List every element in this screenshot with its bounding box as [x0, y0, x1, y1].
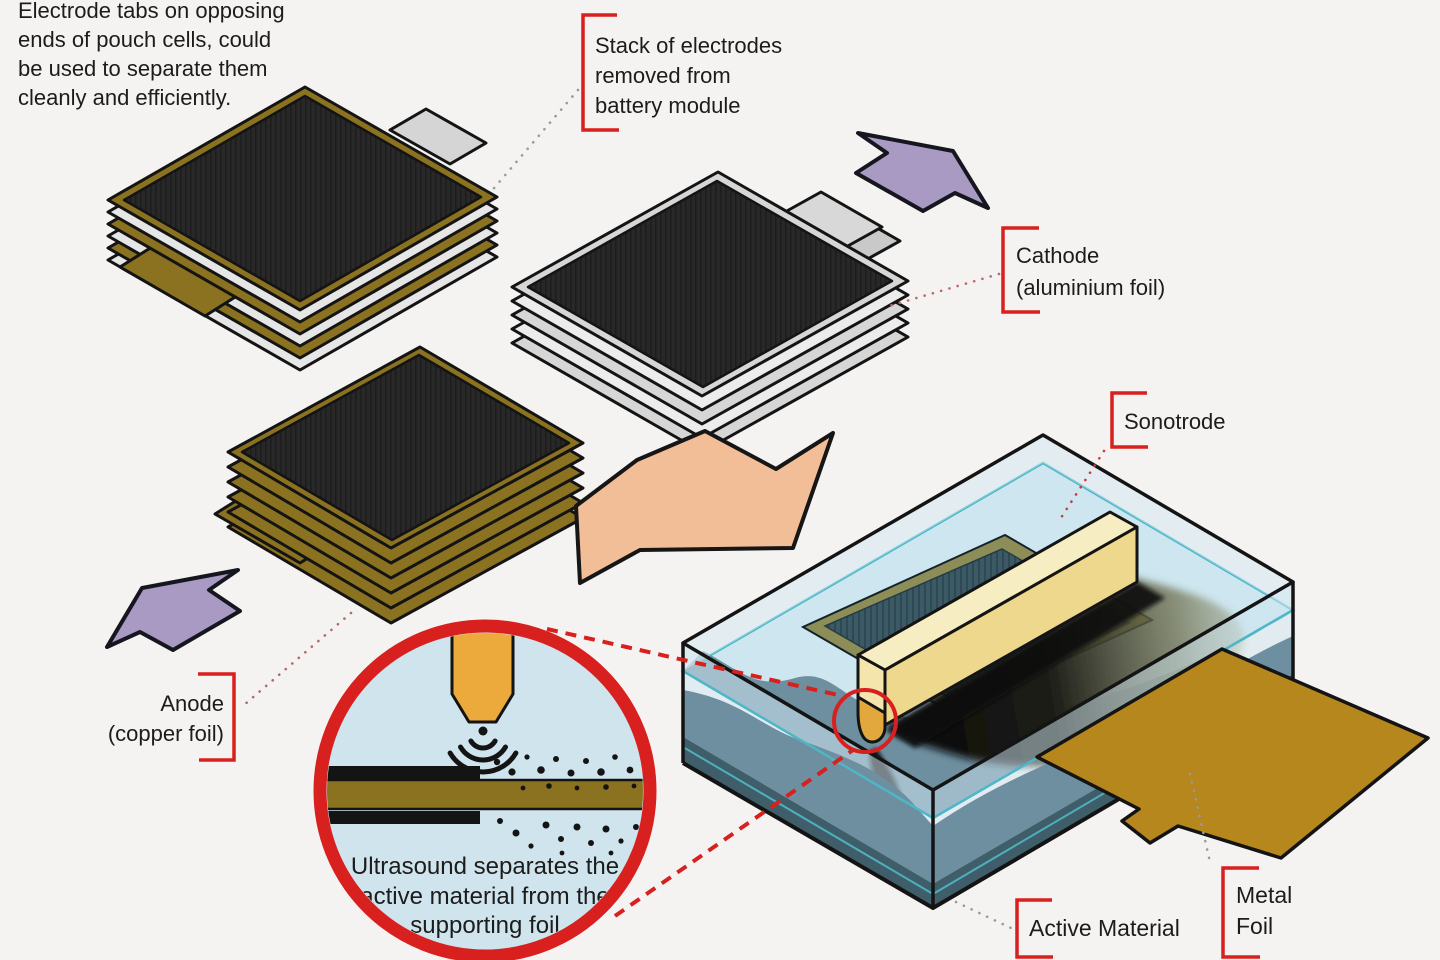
magnifier-connectors — [546, 627, 855, 918]
intro-note-line: ends of pouch cells, could — [18, 27, 271, 52]
active-material-coating — [122, 94, 483, 303]
stack-callout: Stack of electrodes removed from battery… — [595, 33, 782, 118]
bracket-metal-foil-icon — [1221, 866, 1260, 959]
leader-lines — [242, 88, 1212, 930]
inset-coating-bottom — [327, 811, 480, 824]
intro-note-line: be used to separate them — [18, 56, 268, 81]
sonotrode-tip — [856, 695, 887, 744]
arrow-to-tank-icon — [574, 429, 835, 585]
bracket-anode-icon — [198, 672, 236, 762]
inset-caption-line: active material from the — [360, 883, 609, 910]
inset-caption-line: Ultrasound separates the — [351, 853, 619, 880]
stack-callout-line: removed from — [595, 63, 731, 88]
arrow-anode-out-icon — [105, 568, 242, 652]
bracket-cathode-icon — [1001, 226, 1040, 314]
sonication-point-circle — [832, 688, 898, 754]
inset-coating-top — [327, 766, 480, 780]
electrode-stack-mixed — [106, 85, 499, 372]
cleaned-metal-foil — [1035, 647, 1430, 860]
intro-note-line: cleanly and efficiently. — [18, 85, 231, 110]
anode-callout-line: Anode — [160, 691, 224, 716]
stack-callout-line: Stack of electrodes — [595, 33, 782, 58]
cathode-callout-line: (aluminium foil) — [1016, 275, 1165, 300]
cathode-callout-line: Cathode — [1016, 243, 1099, 268]
bracket-sonotrode-icon — [1110, 391, 1148, 449]
metal-foil-callout: Metal Foil — [1236, 882, 1292, 939]
stack-callout-line: battery module — [595, 93, 741, 118]
inset-sonotrode-tip — [450, 633, 515, 724]
anode-callout-line: (copper foil) — [108, 721, 224, 746]
metal-foil-callout-line: Foil — [1236, 913, 1273, 939]
bracket-active-material-icon — [1015, 898, 1053, 959]
sonotrode-callout: Sonotrode — [1124, 409, 1226, 434]
bracket-stack-icon — [581, 13, 619, 132]
cathode-tab-right — [388, 107, 488, 166]
plume-shadow — [887, 582, 1165, 748]
anode-stack — [213, 345, 585, 625]
active-material-coating — [526, 179, 894, 389]
ultrasound-inset: Ultrasound separates the active material… — [313, 619, 657, 960]
callout-brackets — [198, 13, 1260, 959]
arrow-cathode-out-icon — [854, 131, 990, 213]
anode-callout: Anode (copper foil) — [108, 691, 224, 746]
intro-note-line: Electrode tabs on opposing — [18, 0, 285, 23]
inset-caption-line: supporting foil — [410, 912, 559, 939]
cathode-callout: Cathode (aluminium foil) — [1016, 243, 1165, 300]
metal-foil-callout-line: Metal — [1236, 882, 1292, 908]
intro-note: Electrode tabs on opposing ends of pouch… — [18, 0, 285, 110]
active-material-callout: Active Material — [1029, 915, 1180, 941]
inset-foil — [327, 778, 643, 811]
ultrasound-waves-icon — [447, 738, 519, 775]
cathode-stack — [510, 170, 910, 454]
active-material-coating — [240, 353, 571, 542]
debris-particles — [493, 754, 643, 856]
